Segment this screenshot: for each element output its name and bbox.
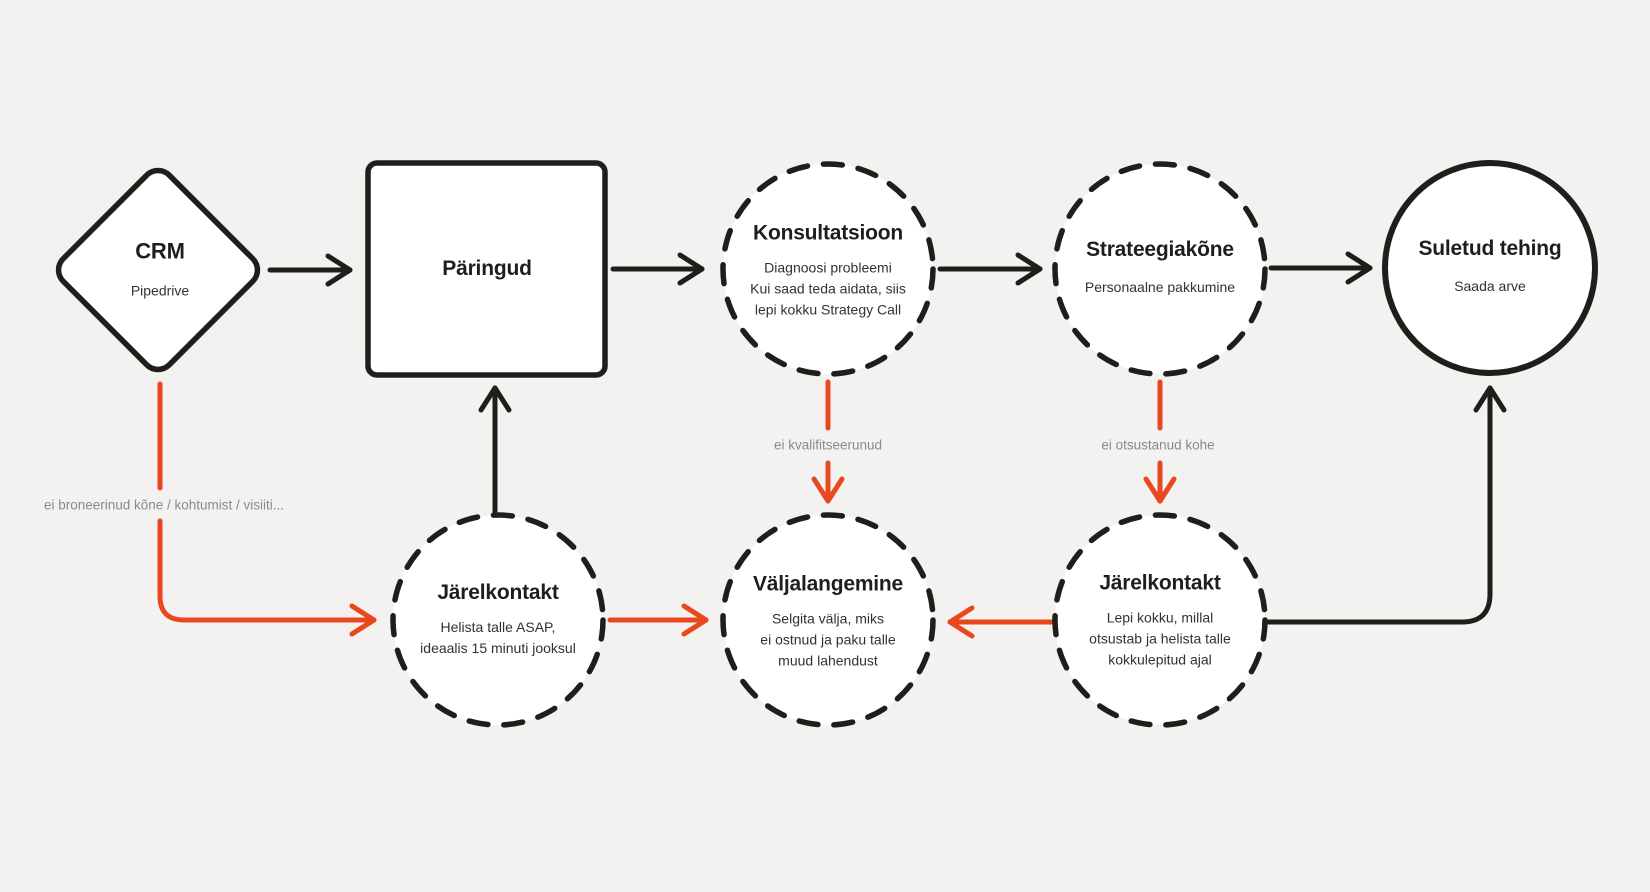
suletud-tehing-circle-shape [1382,160,1598,376]
valjalangemine-circle-shape [720,512,936,728]
strateegiakone-circle-shape [1052,161,1268,377]
jarelkontakt2-circle-shape [1052,512,1268,728]
konsultatsioon-circle-shape [720,161,936,377]
paringud-square-shape [365,160,608,378]
crm-diamond-shape [55,167,261,373]
edge-jarelkontakt2-to-suletud-tehing [1265,385,1507,625]
jarelkontakt1-circle-shape [390,512,606,728]
edge-crm-to-jarelkontakt1 [157,518,377,637]
